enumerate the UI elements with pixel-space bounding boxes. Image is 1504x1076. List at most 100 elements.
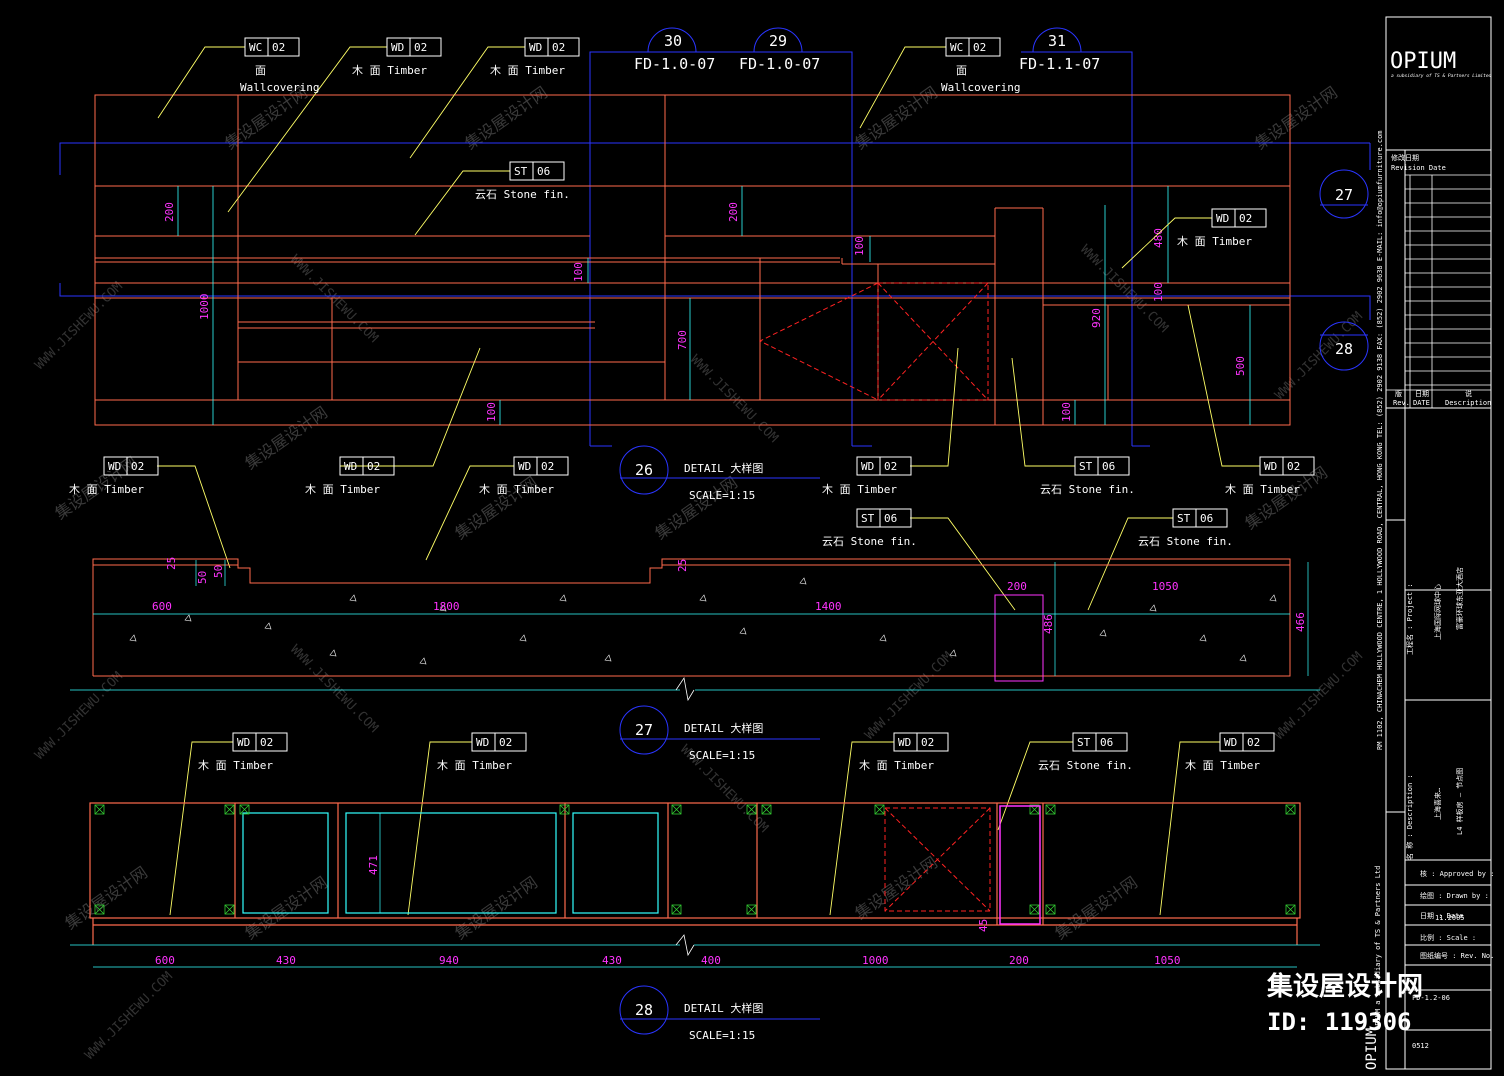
dim-elev-200b: 200 <box>727 202 740 222</box>
stone-texture-mark <box>879 634 887 642</box>
dim-elev-100a: 100 <box>572 262 585 282</box>
dim-elev-200a: 200 <box>163 202 176 222</box>
watermark-id: ID: 119306 <box>1267 1008 1412 1036</box>
stone-texture-mark <box>439 604 447 612</box>
stone-texture-mark <box>264 622 272 630</box>
dim-p28-940: 940 <box>439 954 459 967</box>
detail-28-title: DETAIL 大样图 <box>684 1001 763 1015</box>
dim-p27-1800: 1800 <box>433 600 460 613</box>
tag-number: 02 <box>1247 736 1260 749</box>
tag-box <box>339 456 395 476</box>
tag-code: ST <box>1079 460 1093 473</box>
tag-number: 06 <box>1100 736 1113 749</box>
stone-texture-mark <box>949 649 957 657</box>
tag-description: 云石 Stone fin. <box>1038 759 1133 772</box>
tag-number: 06 <box>1102 460 1115 473</box>
dim-p28-471: 471 <box>367 855 380 875</box>
corner-block <box>671 904 682 915</box>
wm-en-1: WWW.JISHEWU.COM <box>32 279 126 373</box>
corner-block-diag <box>1045 804 1056 815</box>
tag-description: 面 <box>956 64 967 77</box>
corner-block-diag <box>746 804 757 815</box>
date-col-cn: 日期 <box>1415 390 1429 398</box>
tag-box <box>471 732 527 752</box>
tag-code: WC <box>950 41 963 54</box>
tag-code: WD <box>529 41 542 54</box>
tag-description: 木 面 Timber <box>479 483 554 496</box>
detail-title-27: 27 DETAIL 大样图 SCALE=1:15 <box>619 705 820 762</box>
tag-number: 02 <box>414 41 427 54</box>
tag-wd02-top-2: WD 02 木 面 Timber <box>490 37 580 77</box>
address-vertical: RM 1102, CHINACHEM HOLLYWOOD CENTRE, 1 H… <box>1376 130 1384 750</box>
corner-block-diag <box>559 804 570 815</box>
dim-elev-100e: 100 <box>1060 402 1073 422</box>
section-marker-28: 28 <box>1319 321 1369 371</box>
tag-st06-r2-1: ST 06 云石 Stone fin. <box>1040 456 1135 496</box>
corner-block <box>1285 804 1296 815</box>
tag-description: 木 面 Timber <box>490 64 565 77</box>
tag-description-en: Wallcovering <box>941 81 1020 94</box>
stone-texture-mark <box>519 634 527 642</box>
section-callout-31: 31 FD-1.1-07 <box>1019 27 1100 73</box>
stone-texture-mark <box>1239 654 1247 662</box>
callout-29-num: 29 <box>769 32 787 50</box>
tag-description-en: Wallcovering <box>240 81 319 94</box>
wm-en-3: WWW.JISHEWU.COM <box>287 252 381 346</box>
corner-block-diag <box>874 804 885 815</box>
tag-code: WD <box>861 460 874 473</box>
stone-texture-mark <box>559 594 567 602</box>
corner-block <box>1285 904 1296 915</box>
tag-description: 云石 Stone fin. <box>822 535 917 548</box>
plan-28-dims: 600 430 940 430 400 1000 200 1050 471 45 <box>155 855 1181 967</box>
corner-block <box>1045 904 1056 915</box>
corner-block <box>224 804 235 815</box>
dim-elev-100d: 100 <box>1152 282 1165 302</box>
tag-number: 02 <box>260 736 273 749</box>
detail-28-num: 28 <box>635 1001 653 1019</box>
tag-description: 木 面 Timber <box>198 759 273 772</box>
drawing-number: FD-1.2-06 <box>1412 994 1450 1002</box>
tag-number: 02 <box>552 41 565 54</box>
wm-en-2: WWW.JISHEWU.COM <box>687 352 781 446</box>
corner-block-diag <box>671 904 682 915</box>
tag-code: WD <box>898 736 911 749</box>
detail-27-scale: SCALE=1:15 <box>689 749 755 762</box>
project-name-2: 富豪环球东亚大酒店 <box>1455 567 1464 630</box>
dim-p28-430b: 430 <box>602 954 622 967</box>
tag-description: 云石 Stone fin. <box>1040 483 1135 496</box>
tag-box <box>856 456 912 476</box>
dim-p27-50a: 50 <box>196 571 209 584</box>
footer-vertical: OPIUM a subsidiary of TS & Partners Ltd <box>1374 866 1382 1030</box>
dim-p27-25b: 25 <box>676 559 689 572</box>
stone-texture-mark <box>799 577 807 585</box>
description-1: 上海喜来… <box>1433 788 1442 820</box>
corner-block <box>761 804 772 815</box>
corner-block-diag <box>1029 904 1040 915</box>
tag-description: 木 面 Timber <box>1225 483 1300 496</box>
brand-logo: OPIUM <box>1390 49 1456 74</box>
tag-code: WD <box>108 460 121 473</box>
tag-number: 06 <box>537 165 550 178</box>
tag-number: 02 <box>921 736 934 749</box>
tag-code: WD <box>1224 736 1237 749</box>
corner-block <box>671 804 682 815</box>
corner-block-diag <box>94 804 105 815</box>
elevation-26 <box>59 51 1371 447</box>
title-block-text: OPIUM a subsidiary of TS & Partners Limi… <box>1364 49 1494 1070</box>
tag-box <box>103 456 159 476</box>
dim-p28-1000: 1000 <box>862 954 889 967</box>
tag-box <box>1219 732 1275 752</box>
tag-code: WD <box>518 460 531 473</box>
tag-box <box>524 37 580 57</box>
tag-box <box>945 37 1001 57</box>
tag-code: WC <box>249 41 262 54</box>
leader-lines <box>157 46 1260 916</box>
tag-box <box>232 732 288 752</box>
